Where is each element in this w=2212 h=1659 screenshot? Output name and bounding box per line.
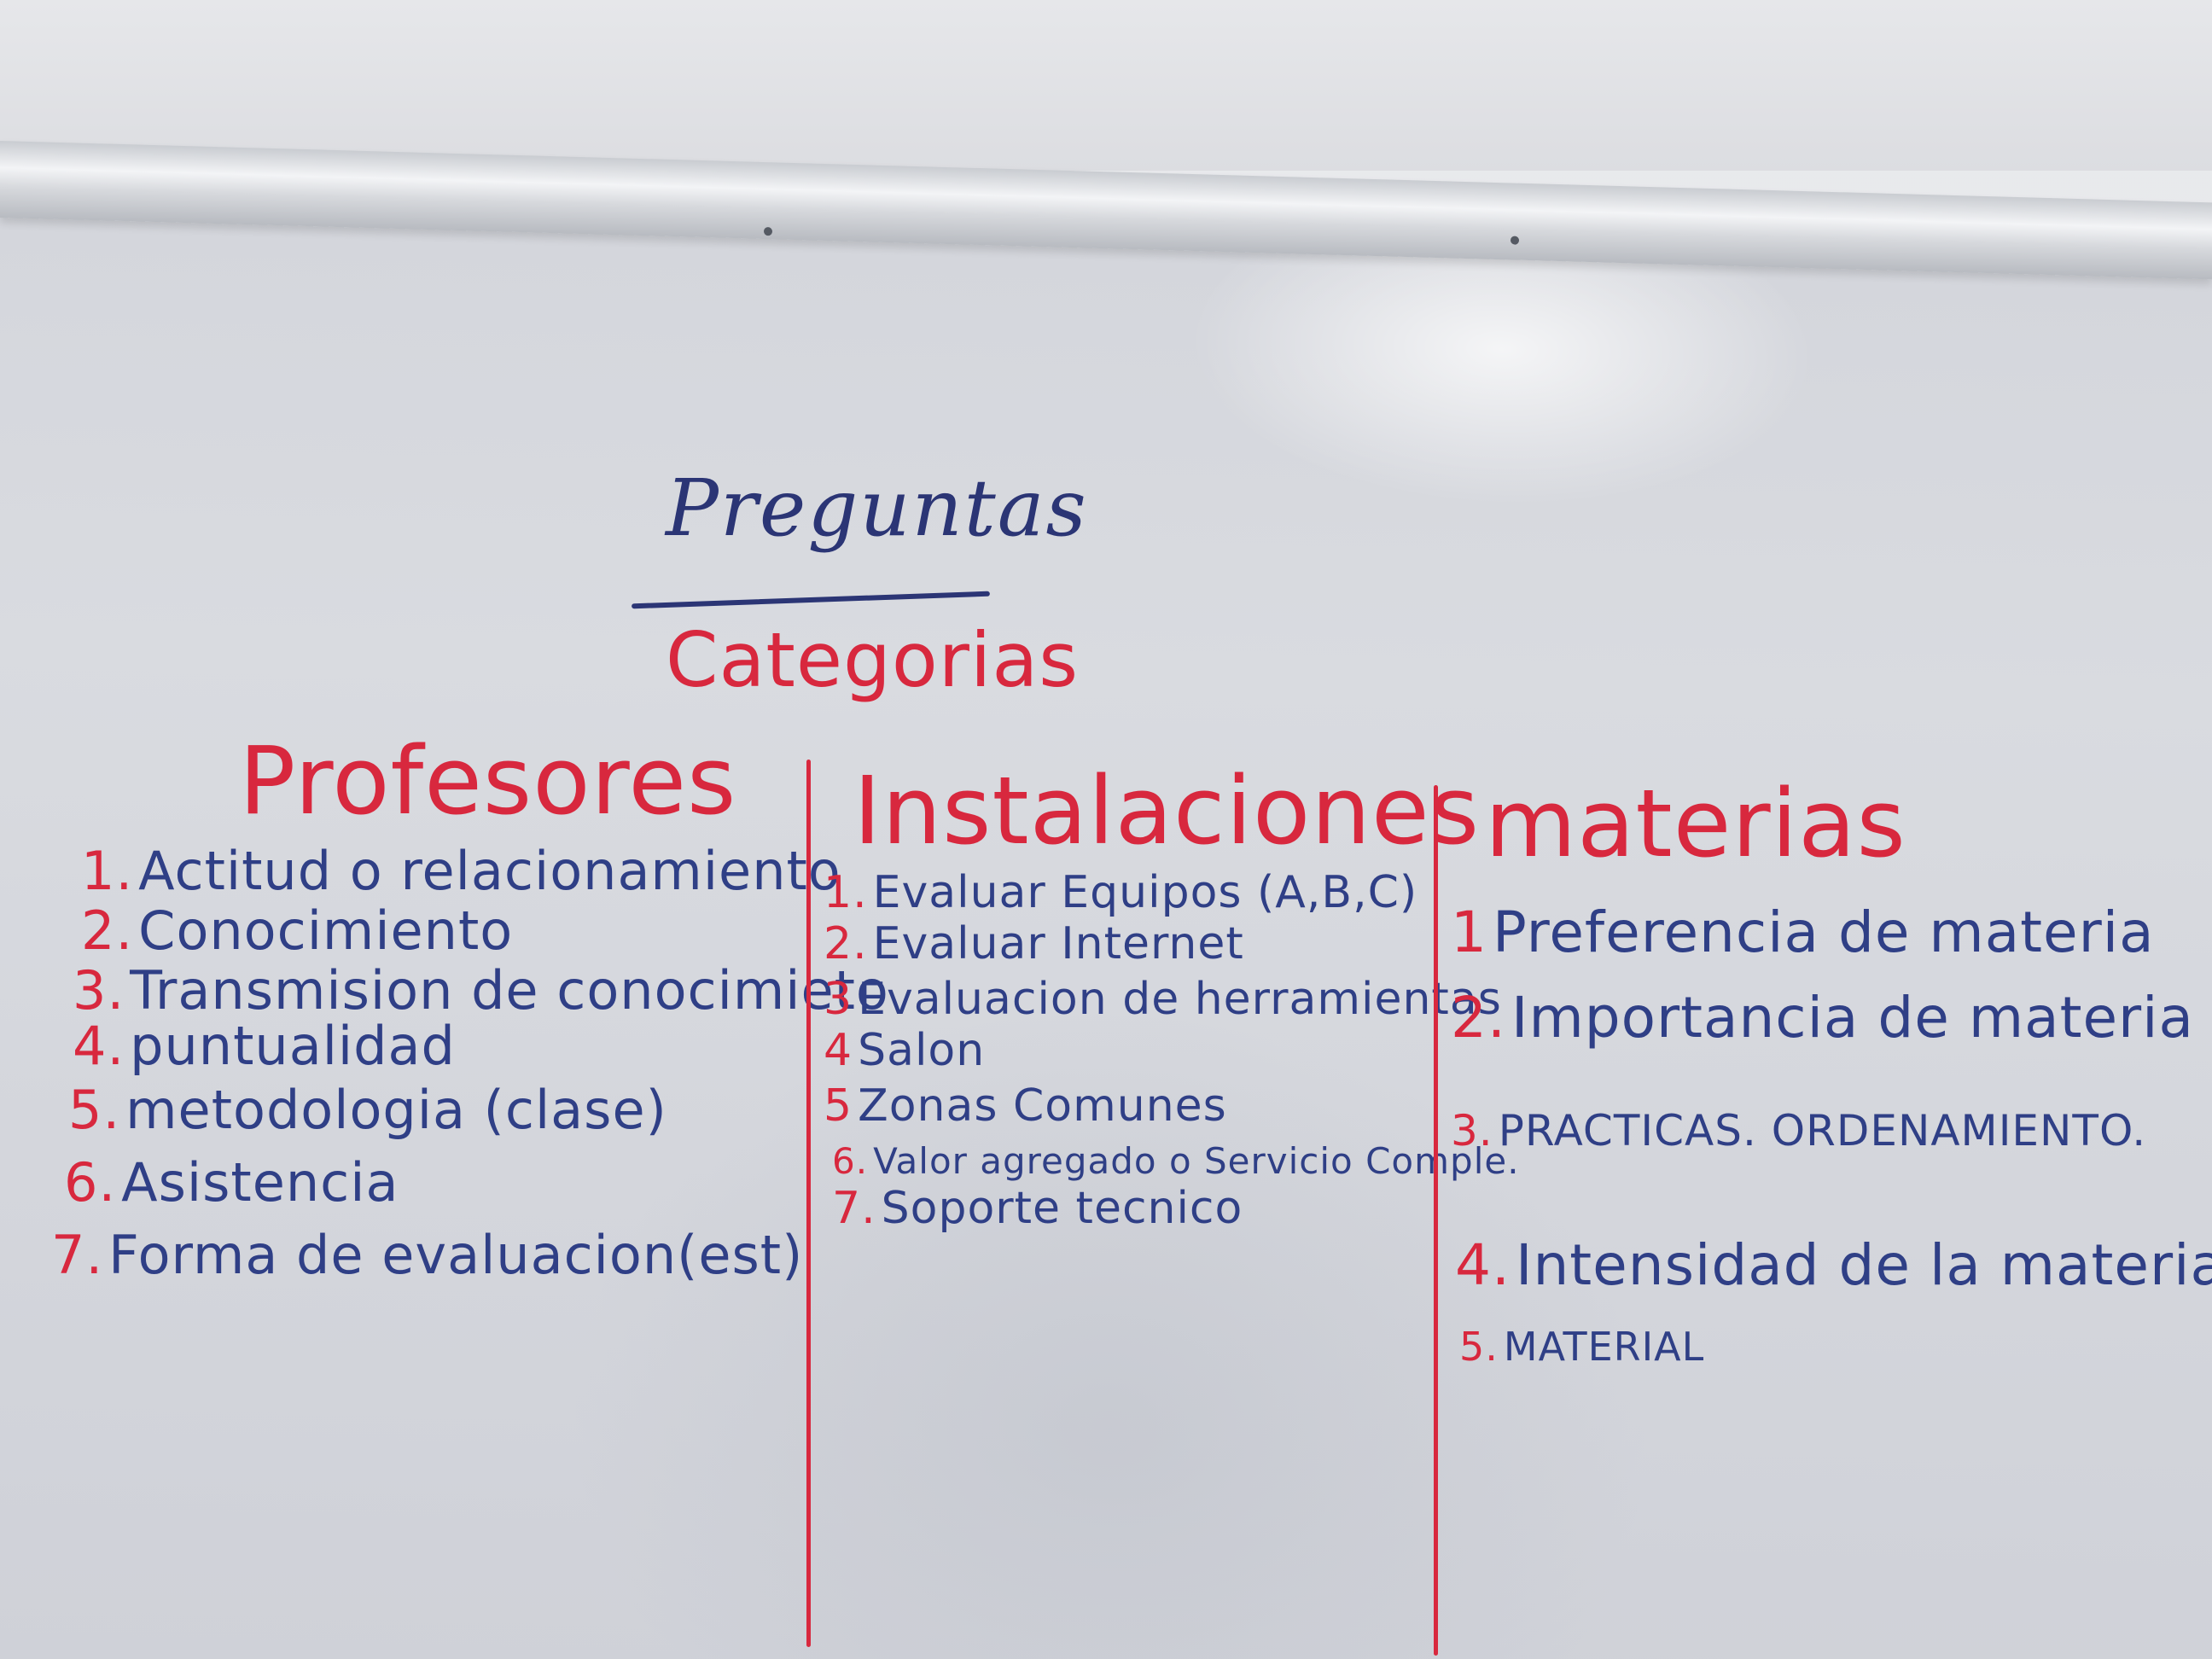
list-item: 4.Intensidad de la materia [1455, 1232, 2212, 1298]
list-item: 3.PRACTICAS. ORDENAMIENTO. [1451, 1106, 2147, 1155]
column-divider [1434, 785, 1438, 1656]
list-item: 1.Actitud o relacionamiento [81, 840, 841, 902]
column-divider [806, 760, 811, 1647]
list-item: 6.Asistencia [64, 1151, 399, 1214]
rail-screw [764, 226, 772, 236]
list-item: 1Preferencia de materia [1451, 899, 2155, 965]
column-heading-instalaciones: Instalaciones [853, 756, 1481, 865]
column-heading-profesores: Profesores [239, 726, 737, 835]
wall [0, 0, 2212, 171]
list-item: 2.Conocimiento [81, 899, 514, 962]
list-item: 2.Importancia de materia [1451, 985, 2194, 1051]
list-item: 1.Evaluar Equipos (A,B,C) [824, 867, 1418, 918]
list-item: 7.Soporte tecnico [832, 1183, 1243, 1234]
board-title: Preguntas [666, 463, 1088, 554]
whiteboard: Preguntas Categorias Profesores 1.Actitu… [0, 205, 2212, 1659]
whiteboard-surface: Preguntas Categorias Profesores 1.Actitu… [0, 205, 2212, 1659]
list-item: 7.Forma de evaluacion(est) [51, 1224, 804, 1286]
list-item: 2.Evaluar Internet [824, 918, 1244, 969]
title-underline [632, 591, 990, 609]
list-item: 3.Transmision de conocimieto [73, 959, 889, 1022]
column-heading-materias: materias [1485, 769, 1906, 878]
list-item: 5.metodologia (clase) [68, 1079, 667, 1141]
list-item: 6.Valor agregado o Servicio Comple. [832, 1140, 1520, 1182]
rail-screw [1511, 236, 1519, 245]
list-item: 4.puntualidad [73, 1015, 456, 1077]
board-subtitle: Categorias [666, 616, 1080, 704]
list-item: 5.MATERIAL [1459, 1324, 1705, 1370]
